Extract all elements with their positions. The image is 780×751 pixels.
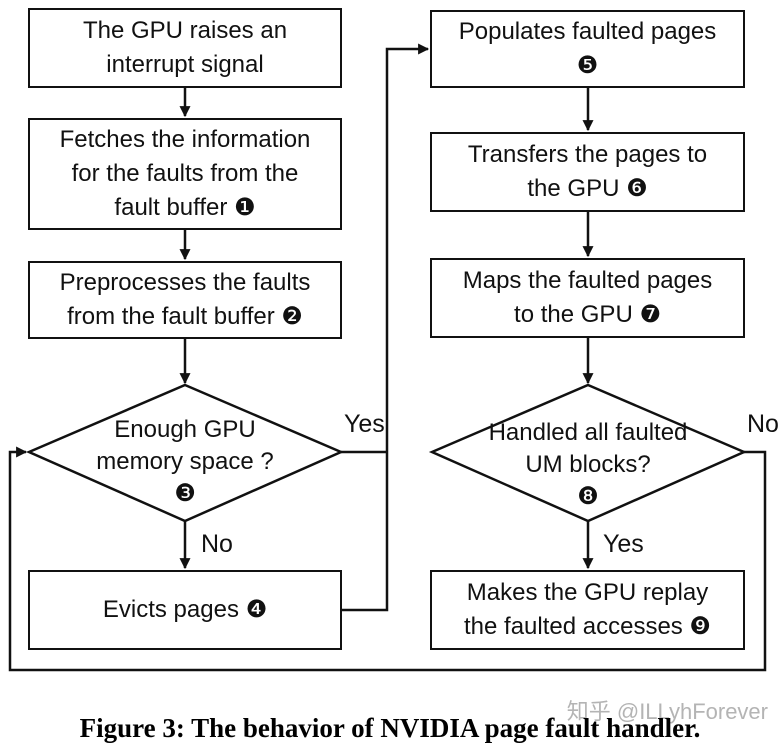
node-raise-interrupt: The GPU raises an interrupt signal: [28, 8, 342, 88]
connector-handled-no-loop: [8, 446, 767, 672]
node-replay-accesses: Makes the GPU replay the faulted accesse…: [430, 570, 745, 650]
watermark: 知乎 @ILLyhForever: [566, 699, 768, 724]
decision-handled-label: Handled all faulted UM blocks? ❽: [448, 417, 728, 513]
node-preprocess-faults: Preprocesses the faults from the fault b…: [28, 261, 342, 339]
node-fetch-fault-info: Fetches the information for the faults f…: [28, 118, 342, 230]
node-raise-interrupt-label: The GPU raises an interrupt signal: [82, 17, 288, 78]
node-preprocess-faults-label: Preprocesses the faults from the fault b…: [59, 269, 311, 330]
node-transfer-pages: Transfers the pages to the GPU ❻: [430, 132, 745, 212]
node-map-pages: Maps the faulted pages to the GPU ❼: [430, 258, 745, 338]
edge-label-memory-yes: Yes: [344, 410, 385, 438]
decision-handled-text: Handled all faulted UM blocks? ❽: [488, 419, 688, 510]
edge-label-handled-no: No: [747, 410, 779, 438]
node-populate-pages-label: Populates faulted pages ❺: [458, 18, 717, 79]
edge-label-handled-yes: Yes: [603, 530, 644, 558]
node-map-pages-label: Maps the faulted pages to the GPU ❼: [462, 267, 713, 328]
figure-caption: Figure 3: The behavior of NVIDIA page fa…: [79, 713, 701, 743]
node-replay-accesses-label: Makes the GPU replay the faulted accesse…: [464, 579, 711, 640]
edge-label-memory-no: No: [201, 530, 233, 558]
node-fetch-fault-info-label: Fetches the information for the faults f…: [59, 126, 311, 221]
decision-memory-label: Enough GPU memory space ? ❸: [45, 414, 325, 510]
decision-memory-text: Enough GPU memory space ? ❸: [96, 416, 274, 507]
node-evict-pages: Evicts pages ❹: [28, 570, 342, 650]
node-evict-pages-label: Evicts pages ❹: [102, 596, 268, 623]
connector-evict-to-populate: [341, 43, 430, 612]
node-populate-pages: Populates faulted pages ❺: [430, 10, 745, 88]
node-transfer-pages-label: Transfers the pages to the GPU ❻: [467, 141, 708, 202]
